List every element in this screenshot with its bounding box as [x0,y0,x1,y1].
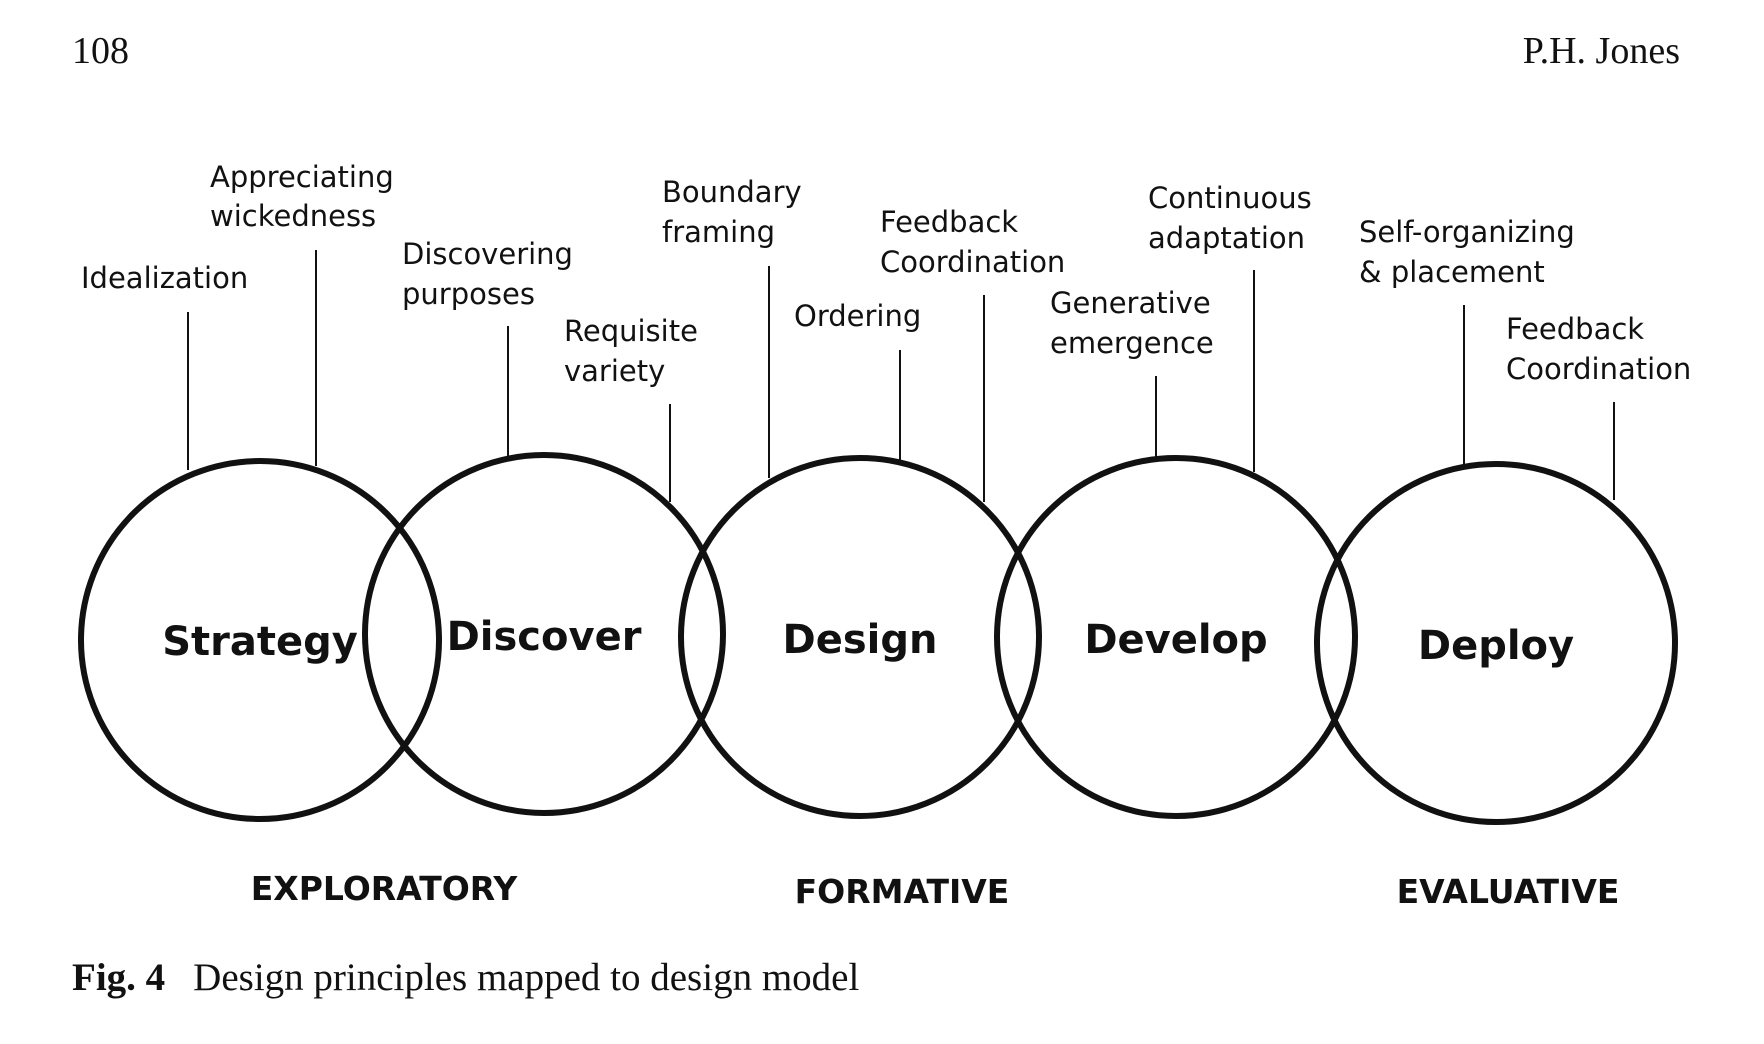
caption-label: Fig. 4 [72,956,166,999]
principle-line: & placement [1359,255,1545,289]
stage-circle-discover [362,452,726,816]
stage-label-discover: Discover [447,614,642,660]
principle-line: Self-organizing [1359,215,1575,249]
principle-labels: Idealization Appreciating wickedness Dis… [81,160,1691,388]
principle-line: Requisite [564,314,698,348]
stage-circle-develop [994,455,1358,819]
phase-labels: EXPLORATORY FORMATIVE EVALUATIVE [251,869,1620,911]
stage-label-design: Design [783,617,938,663]
phase-label-evaluative: EVALUATIVE [1397,872,1620,911]
principle-line: Idealization [81,261,248,295]
principle-line: framing [662,215,775,249]
design-model-diagram: Strategy Discover Design Develop Deploy … [78,160,1691,911]
stage-circles [78,452,1678,825]
phase-label-exploratory: EXPLORATORY [251,869,519,908]
connector-lines [187,250,1615,502]
page-number: 108 [72,30,129,72]
stage-circle-design [678,455,1042,819]
principle-line: Coordination [880,245,1065,279]
principle-line: Generative [1050,286,1211,320]
principle-label-discovering-purposes: Discovering purposes [402,237,582,311]
caption-text: Design principles mapped to design model [193,956,860,999]
principle-label-requisite-variety: Requisite variety [564,314,707,388]
principle-line: Feedback [1506,312,1644,346]
phase-label-formative: FORMATIVE [795,872,1010,911]
stage-label-deploy: Deploy [1418,623,1574,669]
stage-circle-strategy [78,458,442,822]
principle-label-idealization: Idealization [81,261,248,295]
principle-line: Continuous [1148,181,1312,215]
principle-line: variety [564,354,665,388]
principle-line: emergence [1050,326,1214,360]
principle-label-self-organizing-placement: Self-organizing & placement [1359,215,1584,289]
principle-label-generative-emergence: Generative emergence [1050,286,1220,360]
principle-label-ordering: Ordering [794,299,921,333]
principle-label-appreciating-wickedness: Appreciating wickedness [210,160,403,233]
principle-line: Discovering [402,237,573,271]
figure-caption: Fig. 4 Design principles mapped to design… [72,958,859,997]
principle-line: Boundary [662,175,802,209]
principle-line: Coordination [1506,352,1691,386]
principle-label-feedback-coordination-deploy: Feedback Coordination [1506,312,1691,386]
principle-line: Ordering [794,299,921,333]
principle-label-feedback-coordination-design: Feedback Coordination [880,205,1065,279]
principle-line: Appreciating [210,160,394,194]
principle-label-continuous-adaptation: Continuous adaptation [1148,181,1321,255]
principle-line: purposes [402,277,535,311]
principle-line: Feedback [880,205,1018,239]
principle-label-boundary-framing: Boundary framing [662,175,811,249]
principle-line: adaptation [1148,221,1305,255]
principle-line: wickedness [210,199,376,233]
stage-circle-deploy [1314,461,1678,825]
stage-label-develop: Develop [1084,617,1267,663]
running-head-author: P.H. Jones [1522,30,1680,72]
stage-label-strategy: Strategy [162,619,358,665]
stage-labels: Strategy Discover Design Develop Deploy [162,614,1574,669]
